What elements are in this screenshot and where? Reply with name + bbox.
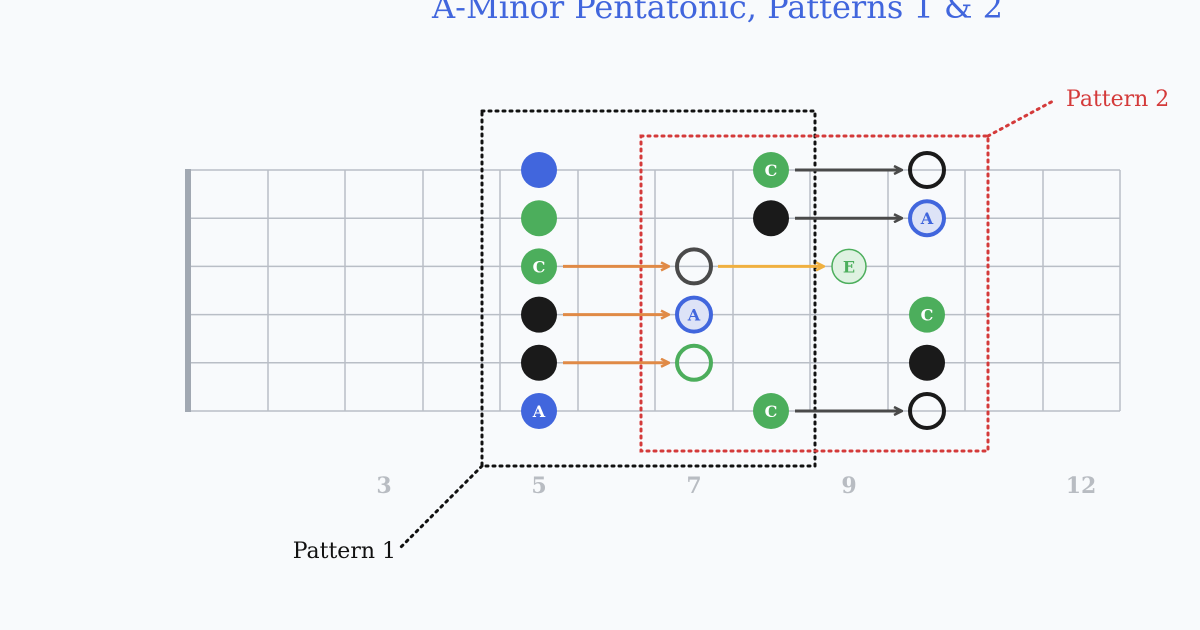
fret-number-labels: 3 5 7 9 12 (376, 473, 1096, 499)
transition-arrows (563, 170, 901, 411)
note-label: A (687, 306, 701, 325)
note-p1-s1 (521, 152, 557, 188)
note-label: A (920, 209, 934, 228)
note-p1-s4 (521, 296, 557, 333)
note-p1b-s2 (753, 200, 789, 237)
note-p1-s6: A (521, 393, 557, 429)
note-label: C (533, 257, 546, 276)
pattern-1-box: Pattern 1 (293, 109, 817, 564)
diagram-title: A-Minor Pentatonic, Patterns 1 & 2 (432, 0, 1003, 26)
note-p1b-s1: C (753, 152, 789, 188)
note-mid-s3 (675, 247, 713, 286)
fret-grid (185, 169, 1121, 412)
note-p1b-s6: C (753, 393, 789, 429)
note-p2-s2: A (908, 199, 946, 238)
note-mid-s5 (675, 343, 713, 382)
note-label: C (765, 402, 778, 421)
fret-number-3: 3 (376, 473, 391, 499)
note-label: E (843, 257, 855, 276)
scale-notes: C A C C A E A C (521, 151, 946, 430)
pattern-2-label: Pattern 2 (1066, 87, 1169, 112)
fret-number-12: 12 (1066, 473, 1097, 499)
pattern-1-label: Pattern 1 (293, 539, 396, 564)
fret-number-7: 7 (686, 473, 701, 499)
fret-number-9: 9 (841, 473, 856, 499)
note-p1-s3: C (521, 248, 557, 285)
note-label: A (532, 402, 546, 421)
note-mid-s4: A (675, 295, 713, 334)
note-p1-s2 (521, 200, 557, 237)
note-p1-s5 (521, 344, 557, 381)
nut (185, 169, 191, 412)
note-label: C (921, 306, 934, 325)
note-p2-s5 (909, 344, 945, 381)
fret-number-5: 5 (531, 473, 546, 499)
note-p2-s4: C (909, 296, 945, 333)
note-p2-s6 (908, 392, 946, 430)
pattern-2-box: Pattern 2 (639, 87, 1169, 453)
note-p2-s1 (908, 151, 946, 189)
note-label: C (765, 161, 778, 180)
note-ghost-s3: E (831, 248, 867, 285)
